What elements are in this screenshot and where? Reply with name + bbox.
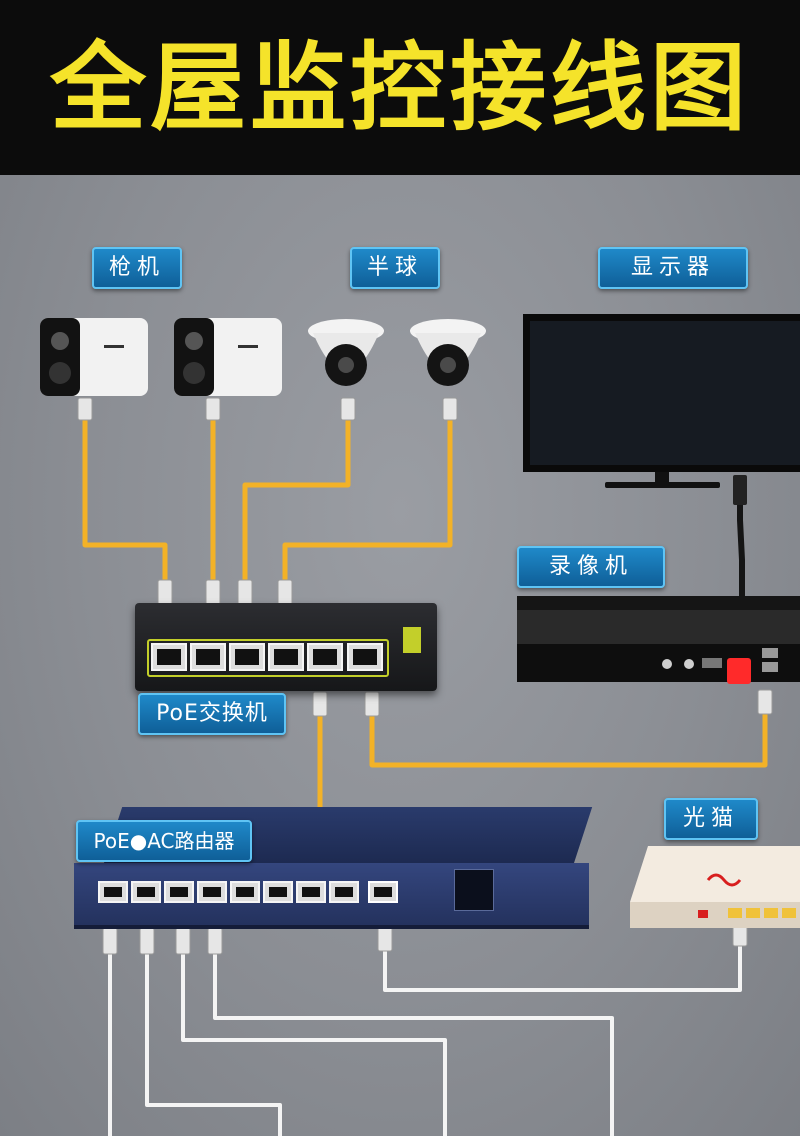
switch-port <box>268 643 304 671</box>
white-cables <box>108 930 742 1136</box>
label-bullet-camera: 枪机 <box>92 247 182 289</box>
router-port <box>296 881 326 903</box>
switch-port <box>229 643 265 671</box>
poe-switch-icon <box>135 603 437 691</box>
cable-lan-3 <box>181 940 447 1136</box>
switch-port <box>151 643 187 671</box>
label-ac-router: PoE●AC路由器 <box>76 820 252 862</box>
label-monitor: 显示器 <box>598 247 748 289</box>
router-port <box>263 881 293 903</box>
label-poe-switch: PoE交换机 <box>138 693 286 735</box>
monitor-icon <box>523 314 800 488</box>
switch-port <box>307 643 343 671</box>
page-title: 全屋监控接线图 <box>50 32 750 144</box>
router-front <box>74 863 589 929</box>
optical-modem-icon <box>630 846 800 928</box>
router-port <box>197 881 227 903</box>
cable-bullet-1 <box>82 397 168 598</box>
router-port <box>131 881 161 903</box>
router-port <box>230 881 260 903</box>
yellow-cables <box>82 397 768 848</box>
cable-dome-1 <box>242 397 351 598</box>
router-icon <box>74 807 593 929</box>
label-optical-modem: 光猫 <box>664 798 758 840</box>
cable-router-modem <box>383 930 742 992</box>
dome-camera-icon <box>308 319 384 386</box>
cable-lan-4 <box>213 940 614 1136</box>
router-port <box>329 881 359 903</box>
dome-camera-icon <box>410 319 486 386</box>
bullet-camera-icon <box>40 318 148 396</box>
router-wan-port <box>368 881 398 903</box>
nvr-icon <box>517 596 800 684</box>
bullet-camera-icon <box>174 318 282 396</box>
cable-lan-2 <box>145 940 282 1136</box>
label-nvr: 录像机 <box>517 546 665 588</box>
title-bar: 全屋监控接线图 <box>0 0 800 175</box>
poe-port-frame <box>147 639 389 677</box>
cable-switch-nvr <box>369 692 768 768</box>
switch-port <box>347 643 383 671</box>
router-port <box>164 881 194 903</box>
switch-logo-icon <box>403 627 421 653</box>
label-dome-camera: 半球 <box>350 247 440 289</box>
router-power-port <box>454 869 494 911</box>
cable-dome-2 <box>282 397 453 598</box>
router-port <box>98 881 128 903</box>
switch-port <box>190 643 226 671</box>
